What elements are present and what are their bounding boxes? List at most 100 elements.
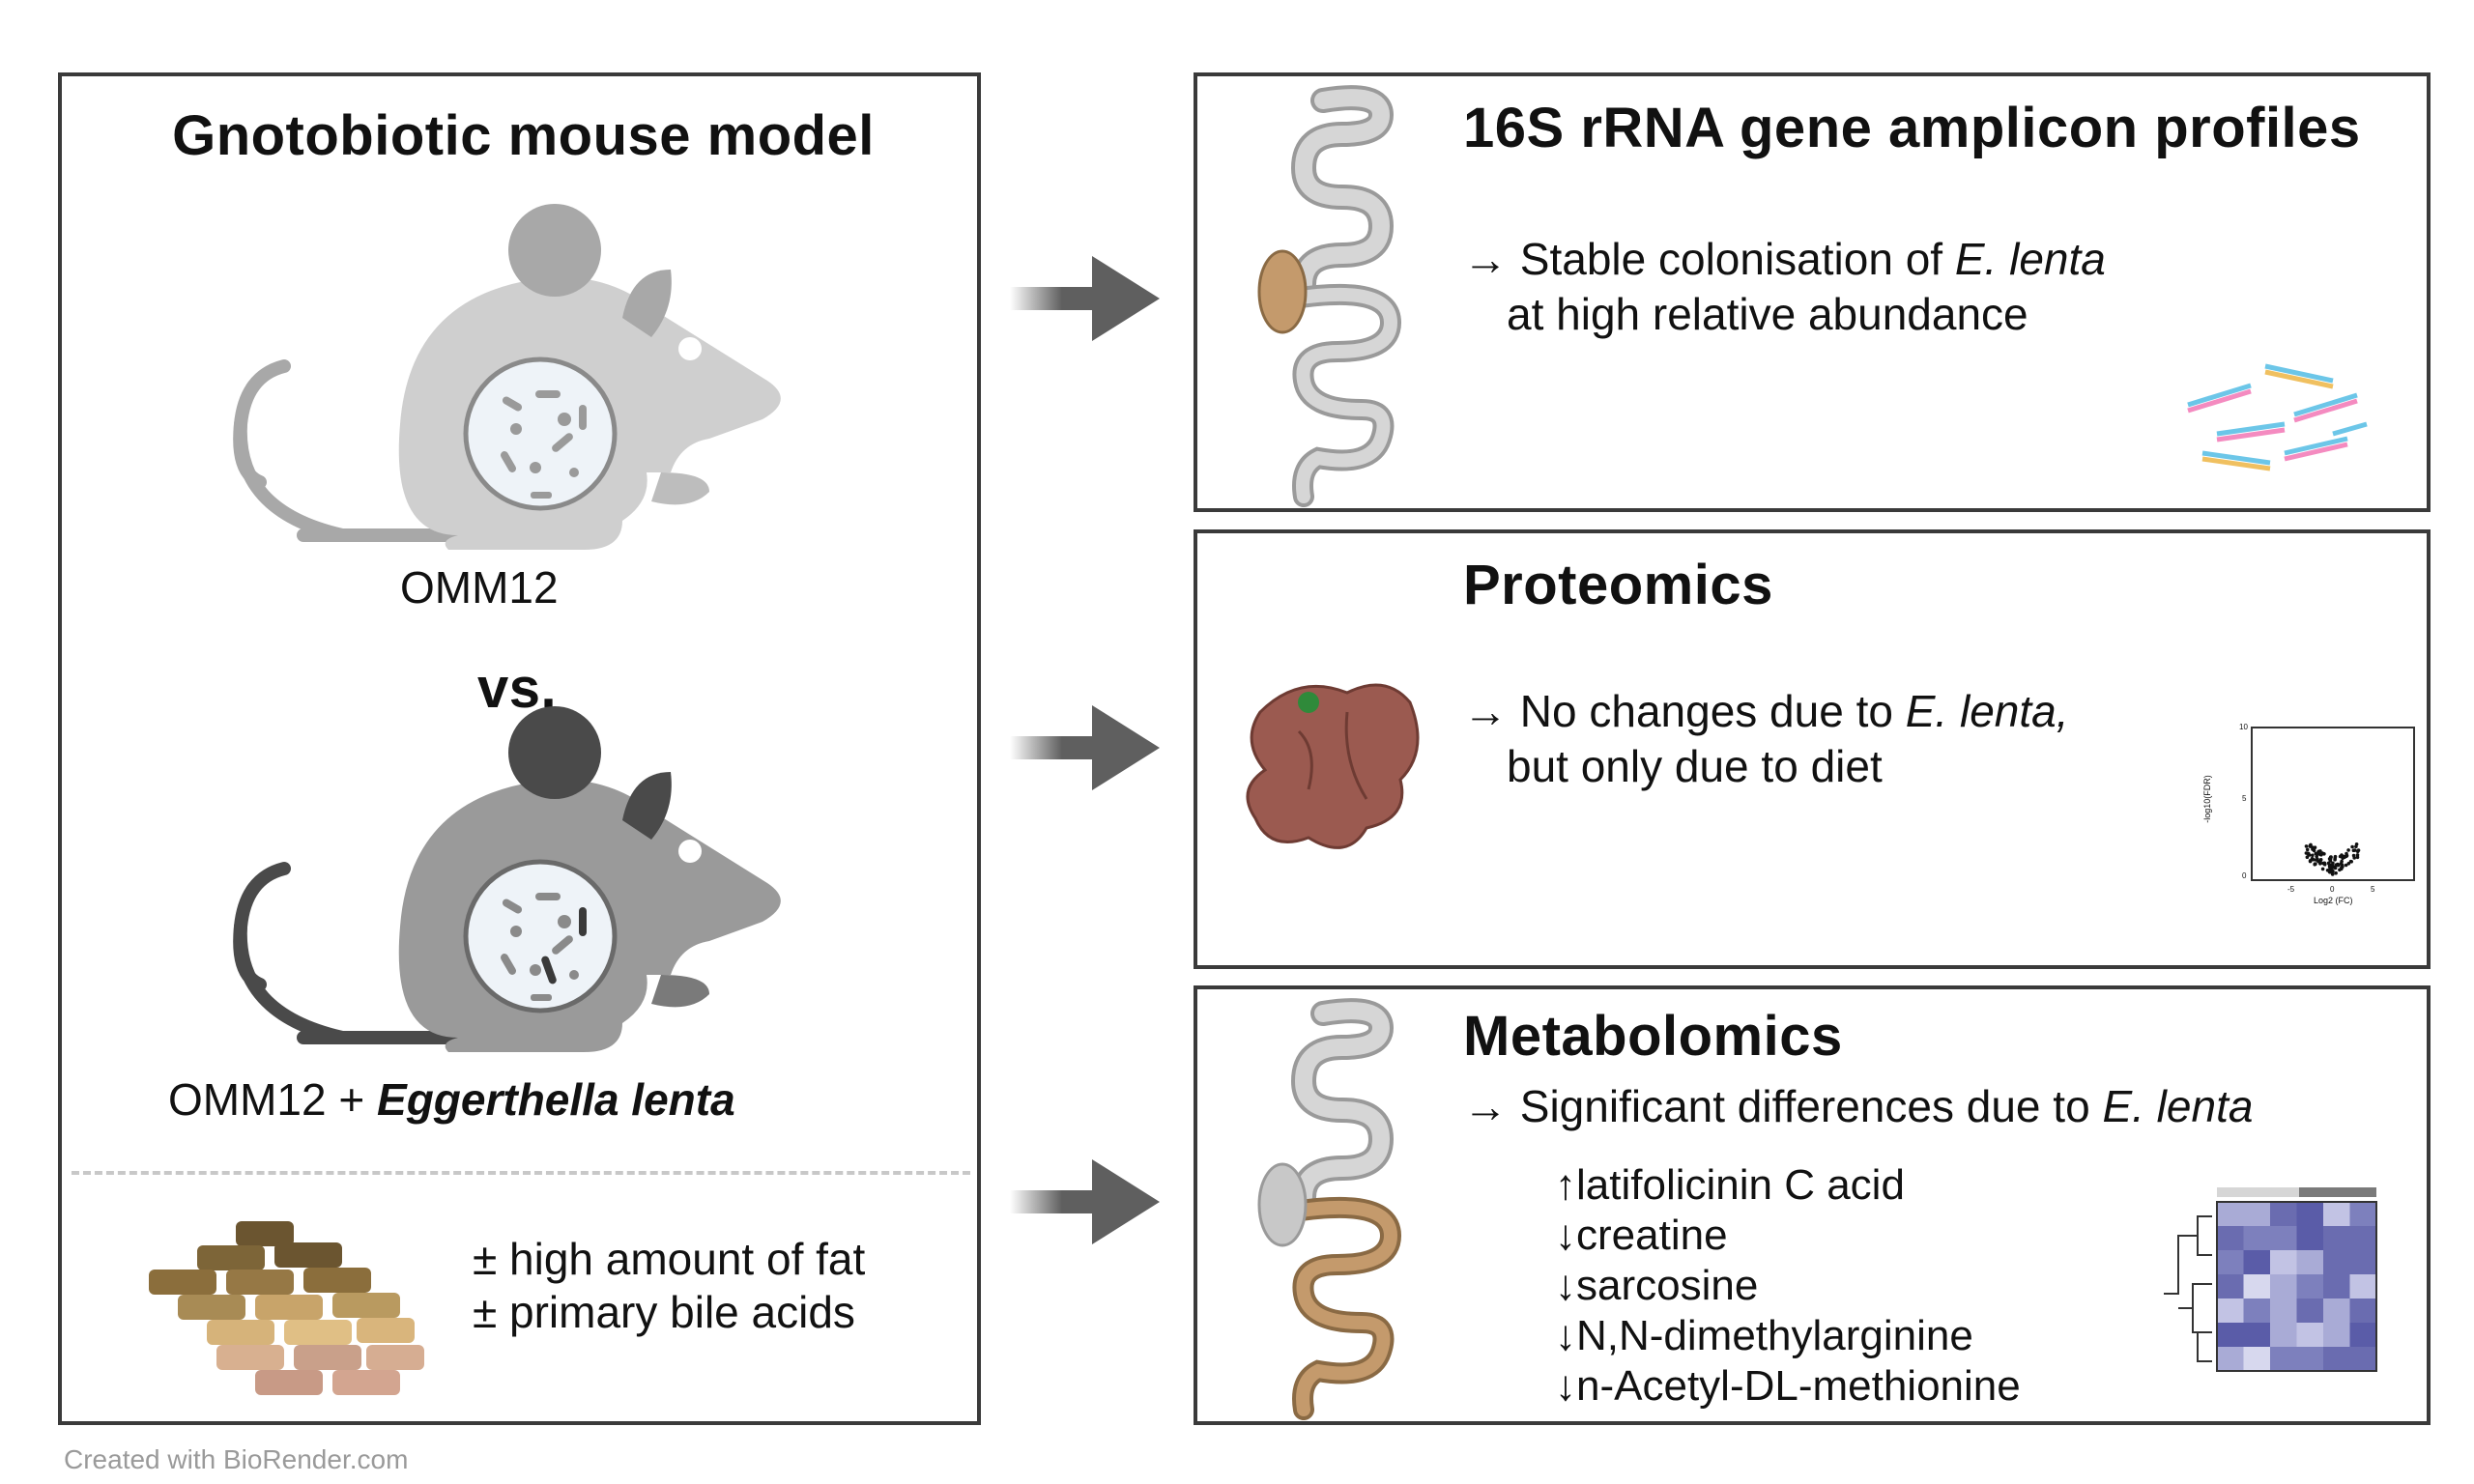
heatmap-cell: [2296, 1202, 2323, 1226]
amplicon-title: 16S rRNA gene amplicon profiles: [1463, 97, 2361, 159]
volcano-point: [2334, 870, 2338, 875]
volcano-ytick-0: 0: [2242, 871, 2247, 880]
volcano-point: [2351, 853, 2356, 858]
volcano-point: [2354, 844, 2358, 848]
heatmap-cell: [2349, 1226, 2376, 1250]
amplicon-line1-species: E. lenta: [1954, 234, 2106, 284]
heatmap-cell: [2323, 1347, 2350, 1371]
volcano-point: [2306, 851, 2310, 856]
heatmap-cell: [2270, 1298, 2297, 1323]
heatmap-cell: [2217, 1202, 2244, 1226]
volcano-point: [2341, 865, 2345, 869]
heatmap-border: [2216, 1201, 2377, 1372]
heatmap-cell: [2296, 1347, 2323, 1371]
volcano-ylabel: -log10(FDR): [2201, 775, 2212, 823]
heatmap-cell: [2243, 1298, 2270, 1323]
volcano-point: [2304, 844, 2309, 848]
volcano-points: [2304, 842, 2361, 876]
heatmap-cell: [2349, 1274, 2376, 1298]
metabolomics-title: Metabolomics: [1463, 1005, 1843, 1068]
heatmap-cell: [2217, 1274, 2244, 1298]
metabolomics-line1-text: → Significant differences due to: [1463, 1081, 2103, 1131]
volcano-point: [2305, 855, 2310, 859]
dna-sequences-icon: [2187, 363, 2368, 471]
heatmap-cell: [2270, 1202, 2297, 1226]
diet-fat-text: ± high amount of fat: [473, 1234, 866, 1284]
volcano-point: [2330, 872, 2335, 876]
arrow-to-amplicon-icon: [1010, 256, 1160, 341]
heatmap-cell: [2349, 1347, 2376, 1371]
heatmap-cell: [2217, 1323, 2244, 1347]
proteomics-line2: but only due to diet: [1507, 741, 1883, 791]
arrow-to-metabolomics-icon: [1010, 1159, 1160, 1244]
volcano-point: [2328, 859, 2333, 863]
volcano-point: [2338, 868, 2342, 872]
volcano-point: [2314, 851, 2318, 856]
heatmap-cell: [2323, 1250, 2350, 1274]
volcano-point: [2313, 845, 2317, 849]
volcano-ytick-5: 5: [2242, 794, 2247, 803]
volcano-point: [2350, 844, 2354, 849]
volcano-point: [2314, 858, 2318, 862]
volcano-point: [2343, 855, 2346, 859]
omm12-label: OMM12: [400, 562, 559, 613]
volcano-point: [2339, 862, 2344, 866]
metabolite-item: ↓N,N-dimethylarginine: [1555, 1312, 1973, 1359]
volcano-plot-frame: [2251, 727, 2415, 881]
heatmap-cell: [2270, 1274, 2297, 1298]
volcano-xlabel: Log2 (FC): [2314, 896, 2353, 905]
proteomics-line1: → No changes due to E. lenta,: [1463, 683, 2069, 739]
heatmap-cell: [2243, 1226, 2270, 1250]
heatmap-cell: [2217, 1226, 2244, 1250]
proteomics-line1-text: → No changes due to: [1463, 686, 1906, 736]
volcano-point: [2344, 863, 2348, 868]
arrow-to-proteomics-icon: [1010, 705, 1160, 790]
heatmap-cell: [2217, 1250, 2244, 1274]
volcano-point: [2346, 848, 2350, 852]
heatmap-cell: [2323, 1226, 2350, 1250]
omm12-mouse-icon: [233, 204, 781, 550]
model-panel: Gnotobiotic mouse model OMM12 vs.: [58, 72, 981, 1425]
heatmap-cell: [2243, 1323, 2270, 1347]
liver-icon: [1246, 683, 1420, 849]
volcano-point: [2333, 854, 2338, 859]
metabolomics-panel: Metabolomics → Significant differences d…: [1194, 985, 2431, 1425]
heatmap-cell: [2349, 1202, 2376, 1226]
heatmap-cell: [2349, 1298, 2376, 1323]
heatmap-cell: [2349, 1323, 2376, 1347]
volcano-point: [2348, 859, 2353, 864]
omm12-elenta-label-prefix: OMM12 +: [168, 1074, 378, 1125]
metabolite-item: ↑latifolicinin C acid: [1555, 1161, 1905, 1209]
volcano-point: [2310, 845, 2315, 849]
volcano-xtick-0: 0: [2330, 885, 2335, 894]
diet-pellets-icon: [149, 1221, 424, 1395]
heatmap-cell: [2243, 1347, 2270, 1371]
volcano-point: [2351, 848, 2356, 852]
volcano-point: [2345, 851, 2348, 856]
volcano-point: [2338, 854, 2343, 859]
amplicon-panel: 16S rRNA gene amplicon profiles → Stable…: [1194, 72, 2431, 512]
volcano-point: [2315, 854, 2318, 859]
proteomics-panel: Proteomics → No changes due to E. lenta,…: [1194, 529, 2431, 969]
heatmap-cell: [2270, 1323, 2297, 1347]
volcano-point: [2327, 865, 2332, 869]
heatmap-cell: [2296, 1226, 2323, 1250]
metabolomics-line1-species: E. lenta: [2102, 1081, 2254, 1131]
volcano-ytick-10: 10: [2239, 723, 2248, 731]
proteomics-line1-species: E. lenta,: [1905, 686, 2069, 736]
volcano-point: [2331, 861, 2335, 866]
heatmap-cell: [2296, 1274, 2323, 1298]
diet-divider: [72, 1171, 970, 1175]
heatmap-icon: [2164, 1187, 2377, 1372]
heatmap-cell: [2243, 1274, 2270, 1298]
proteomics-title: Proteomics: [1463, 554, 1773, 616]
metabolite-item: ↓sarcosine: [1555, 1262, 1759, 1309]
heatmap-cell: [2349, 1250, 2376, 1274]
metabolomics-line1: → Significant differences due to E. lent…: [1463, 1078, 2253, 1134]
volcano-point: [2305, 847, 2310, 852]
volcano-point: [2336, 863, 2341, 868]
volcano-point: [2331, 866, 2335, 870]
volcano-point: [2311, 853, 2315, 858]
heatmap-cell: [2296, 1298, 2323, 1323]
volcano-point: [2329, 855, 2333, 859]
